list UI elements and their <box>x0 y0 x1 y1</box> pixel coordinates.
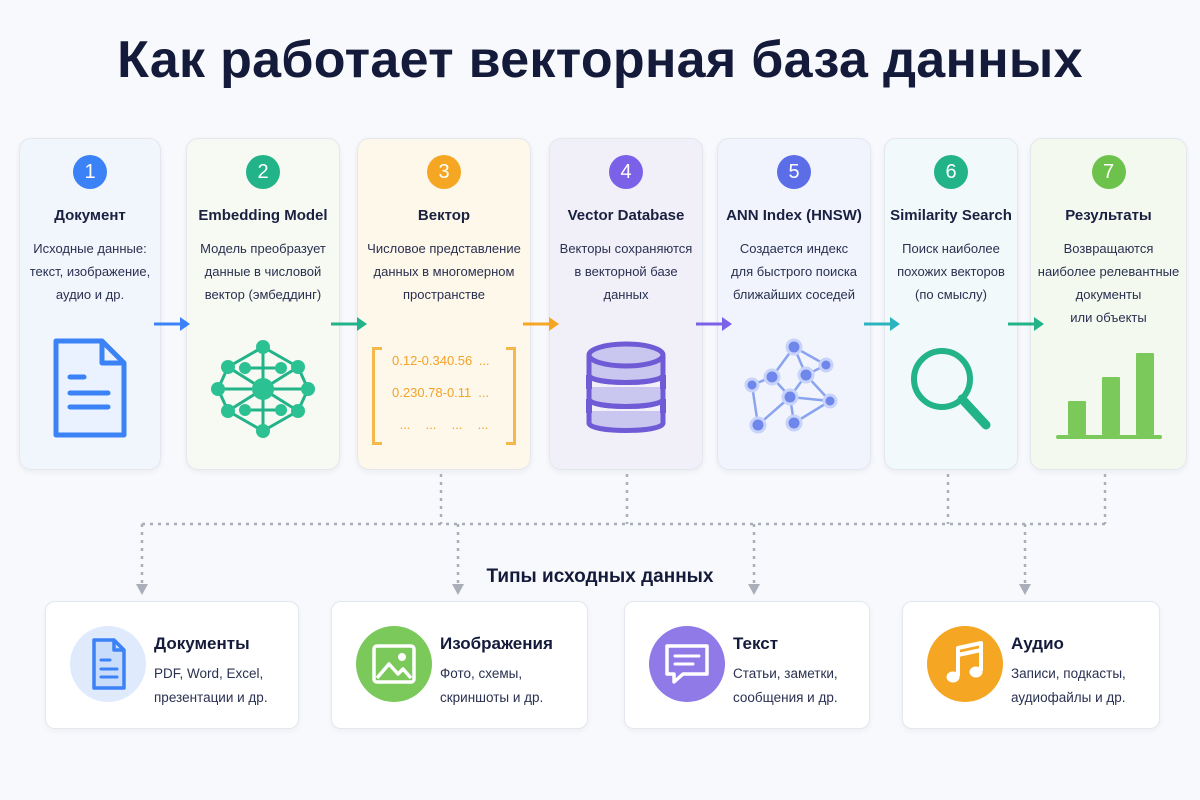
data-type-description: PDF, Word, Excel,презентации и др. <box>154 666 268 705</box>
step-title: Документ <box>54 207 126 224</box>
magnifier-icon <box>885 337 1017 447</box>
data-type-title: Документы <box>154 634 250 653</box>
data-type-description: Записи, подкасты,аудиофайлы и др. <box>1011 666 1126 705</box>
data-type-card-documents: Документы PDF, Word, Excel,презентации и… <box>45 601 299 729</box>
step-description: Исходные данные:текст, изображение,аудио… <box>29 241 151 302</box>
step-card-document: 1 Документ Исходные данные:текст, изобра… <box>19 138 161 470</box>
data-type-card-images: Изображения Фото, схемы,скриншоты и др. <box>331 601 588 729</box>
image-icon <box>356 626 432 702</box>
arrow-right-icon <box>696 317 732 331</box>
arrow-right-icon <box>523 317 559 331</box>
database-icon <box>550 337 702 447</box>
data-type-title: Аудио <box>1011 634 1064 653</box>
document-icon <box>20 337 160 447</box>
bar-chart-icon <box>1031 337 1186 447</box>
step-number: 1 <box>73 155 107 189</box>
arrow-right-icon <box>331 317 367 331</box>
step-number: 3 <box>427 155 461 189</box>
arrow-right-icon <box>1008 317 1044 331</box>
step-title: Результаты <box>1065 207 1152 224</box>
matrix-bracket-left <box>372 347 382 445</box>
data-type-title: Изображения <box>440 634 553 653</box>
chat-icon <box>649 626 725 702</box>
step-title: ANN Index (HNSW) <box>726 207 862 224</box>
data-type-card-audio: Аудио Записи, подкасты,аудиофайлы и др. <box>902 601 1160 729</box>
step-number: 6 <box>934 155 968 189</box>
step-title: Embedding Model <box>198 207 328 224</box>
step-title: Similarity Search <box>890 207 1012 224</box>
step-number: 7 <box>1091 155 1126 189</box>
step-number: 2 <box>246 155 280 189</box>
data-type-card-text: Текст Статьи, заметки,сообщения и др. <box>624 601 870 729</box>
data-type-title: Текст <box>733 634 779 653</box>
arrow-right-icon <box>864 317 900 331</box>
graph-index-icon <box>718 337 870 447</box>
page-title: Как работает векторная база данных <box>117 31 1083 89</box>
step-number: 4 <box>609 155 643 189</box>
music-note-icon <box>927 626 1003 702</box>
neural-network-icon <box>187 337 339 447</box>
data-type-description: Статьи, заметки,сообщения и др. <box>733 666 838 705</box>
document-icon <box>70 626 146 702</box>
arrow-right-icon <box>154 317 190 331</box>
matrix-bracket-right <box>506 347 516 445</box>
data-types-title: Типы исходных данных <box>486 566 714 587</box>
step-title: Vector Database <box>567 207 685 224</box>
step-number: 5 <box>777 155 811 189</box>
matrix-row: ............ <box>399 417 489 432</box>
step-title: Вектор <box>417 207 471 224</box>
data-type-description: Фото, схемы,скриншоты и др. <box>440 666 544 705</box>
